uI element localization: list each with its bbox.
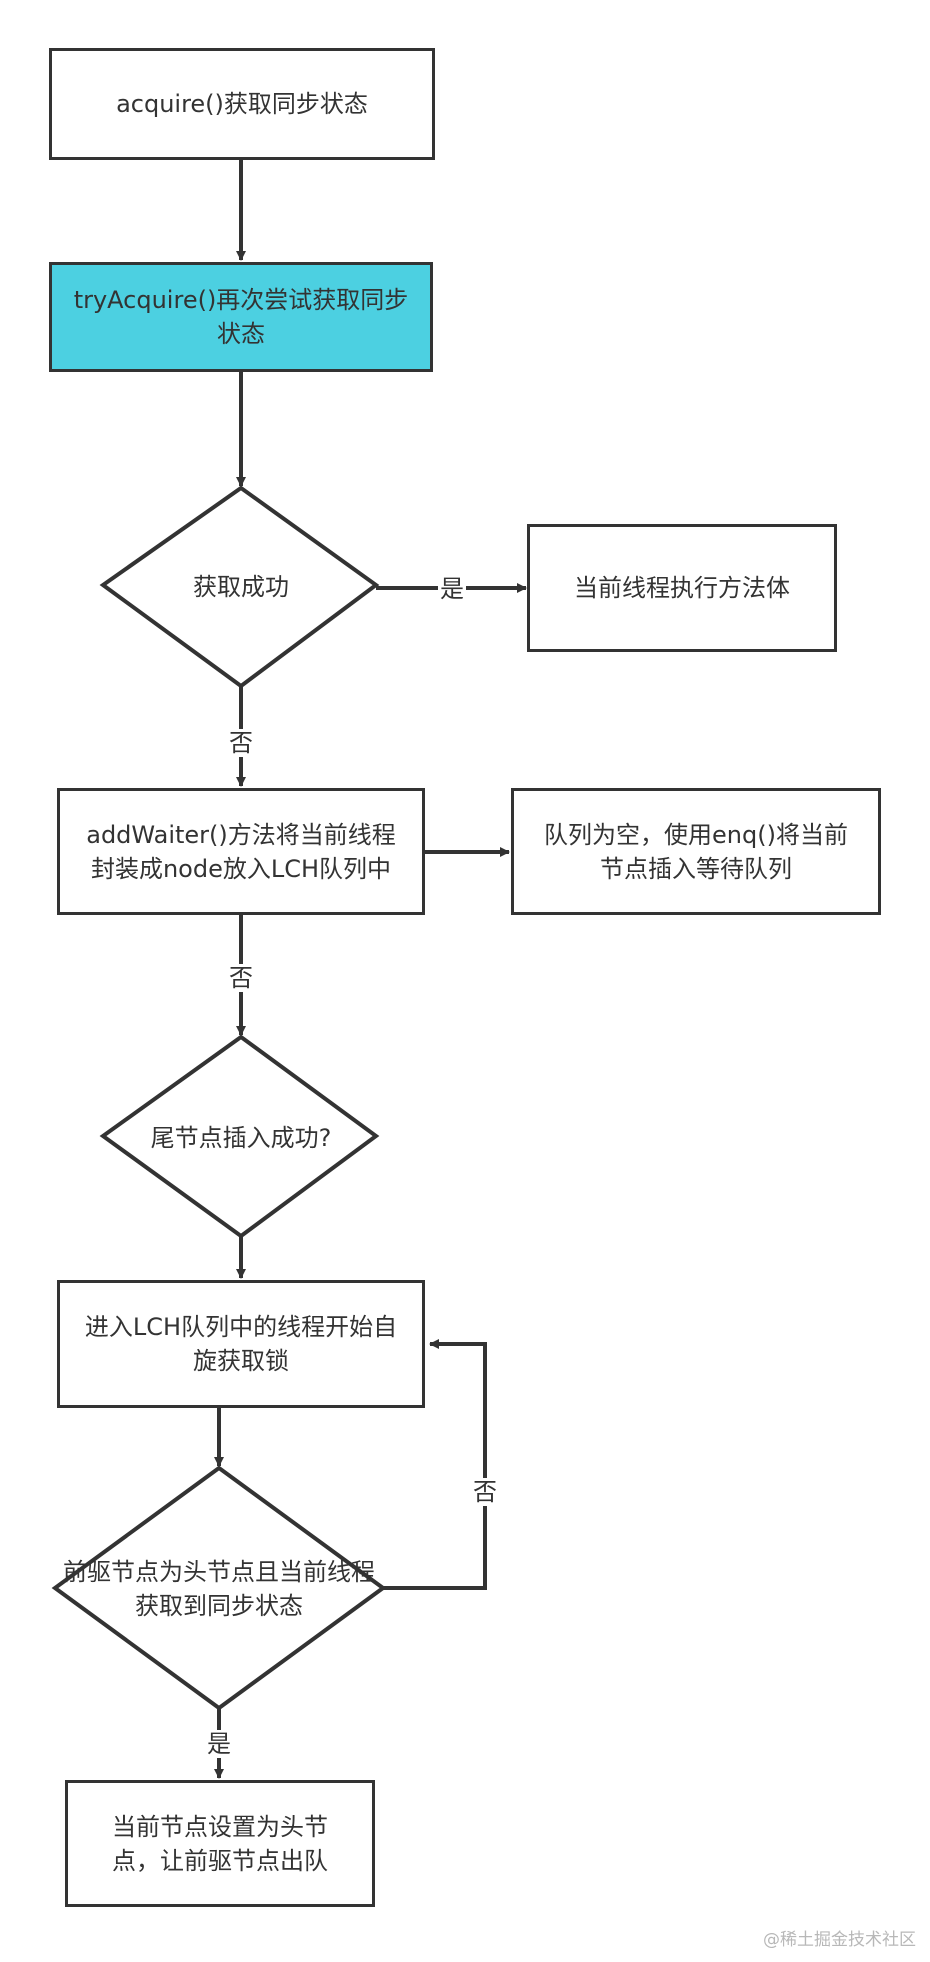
add-waiter-node-label: addWaiter()方法将当前线程封装成node放入LCH队列中 [86,820,396,883]
set-head-node-label: 当前节点设置为头节点，让前驱节点出队 [112,1812,328,1875]
enq-node: 队列为空，使用enq()将当前节点插入等待队列 [511,788,881,915]
decision-head-text: 前驱节点为头节点且当前线程获取到同步状态 [63,1558,375,1620]
try-acquire-node: tryAcquire()再次尝试获取同步状态 [49,262,433,372]
edge-label-yes-success: 是 [438,575,466,603]
spin-node: 进入LCH队列中的线程开始自旋获取锁 [57,1280,425,1408]
acquire-node: acquire()获取同步状态 [49,48,435,160]
execute-body-node-label: 当前线程执行方法体 [574,574,790,602]
execute-body-node: 当前线程执行方法体 [527,524,837,652]
edge-label-yes-head: 是 [205,1730,233,1758]
edge-label-no-loop: 否 [471,1478,499,1506]
decision-success-text: 获取成功 [193,573,289,601]
spin-node-label: 进入LCH队列中的线程开始自旋获取锁 [84,1313,398,1375]
edge-label-no-addwaiter: 否 [227,964,255,992]
edge-label-no-success: 否 [227,729,255,757]
decision-tail-text: 尾节点插入成功? [150,1124,332,1152]
enq-node-label: 队列为空，使用enq()将当前节点插入等待队列 [544,820,848,883]
add-waiter-node: addWaiter()方法将当前线程封装成node放入LCH队列中 [57,788,425,915]
watermark: @稀土掘金技术社区 [763,1930,916,1950]
acquire-node-label: acquire()获取同步状态 [116,90,368,118]
arrow-head-no-loop [383,1339,487,1590]
try-acquire-node-label: tryAcquire()再次尝试获取同步状态 [73,286,409,348]
set-head-node: 当前节点设置为头节点，让前驱节点出队 [65,1780,375,1907]
